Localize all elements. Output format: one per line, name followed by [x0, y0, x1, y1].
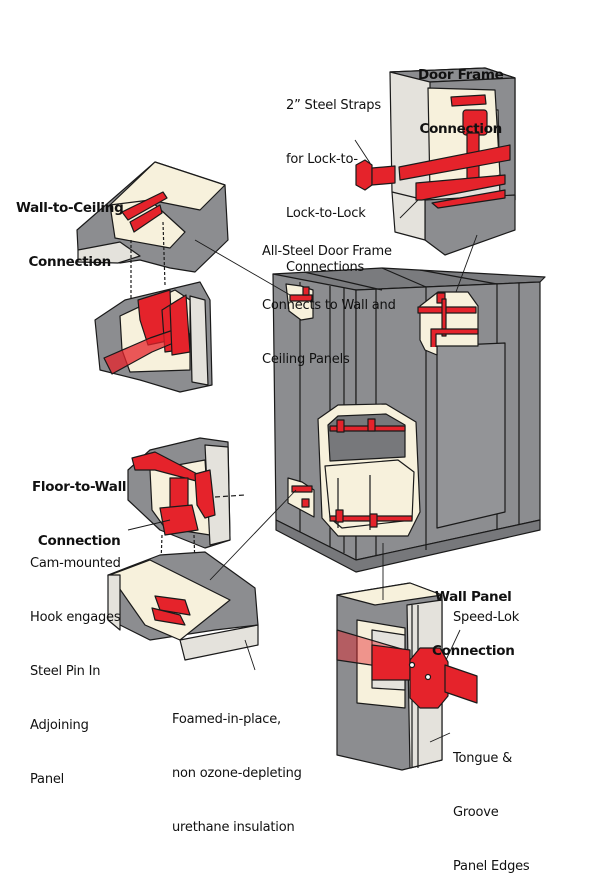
- label-line: Connects to Wall and: [262, 298, 396, 313]
- title-line: Connection: [432, 643, 515, 659]
- label-line: Lock-to-Lock: [286, 206, 366, 221]
- title-line: Connection: [28, 254, 111, 270]
- label-line: urethane insulation: [172, 820, 295, 835]
- label-line: Connections: [286, 260, 365, 275]
- label-line: Steel Pin In: [30, 664, 101, 679]
- label-line: Groove: [453, 805, 499, 820]
- door-frame-connection-detail: [355, 67, 516, 256]
- label-line: non ozone-depleting: [172, 766, 302, 781]
- walk-in-cooler-diagram: [76, 67, 546, 771]
- wall-panel-connection-detail: [336, 582, 478, 771]
- label-line: Foamed-in-place,: [172, 712, 281, 727]
- door-frame-label: All-Steel Door Frame Connects to Wall an…: [262, 207, 396, 387]
- door-frame-title: Door Frame Connection: [418, 30, 504, 156]
- insulation-label: Foamed-in-place, non ozone-depleting ure…: [172, 675, 302, 855]
- title-line: Door Frame: [418, 67, 504, 83]
- cooler-box: [272, 267, 546, 573]
- label-line: Ceiling Panels: [262, 352, 350, 367]
- leader-lines: [127, 139, 478, 743]
- label-line: Hook engages: [30, 610, 121, 625]
- floor-to-wall-connection-detail: [107, 437, 259, 661]
- title-line: Connection: [419, 121, 502, 137]
- label-line: Adjoining: [30, 718, 89, 733]
- label-line: Tongue &: [453, 751, 513, 766]
- wall-panel-title: Wall Panel Connection: [432, 552, 515, 678]
- speed-lok-label: Speed-Lok: [453, 610, 520, 625]
- label-line: Panel Edges: [453, 859, 530, 874]
- title-line: Wall Panel: [435, 589, 512, 605]
- wall-to-ceiling-connection-detail: [76, 161, 229, 393]
- label-line: Panel: [30, 772, 65, 787]
- cam-hook-label: Cam-mounted Hook engages Steel Pin In Ad…: [30, 519, 121, 807]
- floor-to-wall-title: Floor-to-Wall Connection: [32, 442, 127, 568]
- title-line: Connection: [37, 533, 121, 549]
- label-line: Cam-mounted: [30, 556, 121, 571]
- label-line: for Lock-to-: [286, 152, 358, 167]
- label-line: All-Steel Door Frame: [262, 244, 392, 259]
- tongue-groove-label: Tongue & Groove Panel Edges: [453, 714, 530, 894]
- label-line: 2” Steel Straps: [286, 98, 381, 113]
- title-line: Wall-to-Ceiling: [16, 200, 124, 216]
- wall-to-ceiling-title: Wall-to-Ceiling Connection: [16, 163, 124, 289]
- title-line: Floor-to-Wall: [32, 479, 127, 495]
- steel-straps-label: 2” Steel Straps for Lock-to- Lock-to-Loc…: [286, 61, 381, 295]
